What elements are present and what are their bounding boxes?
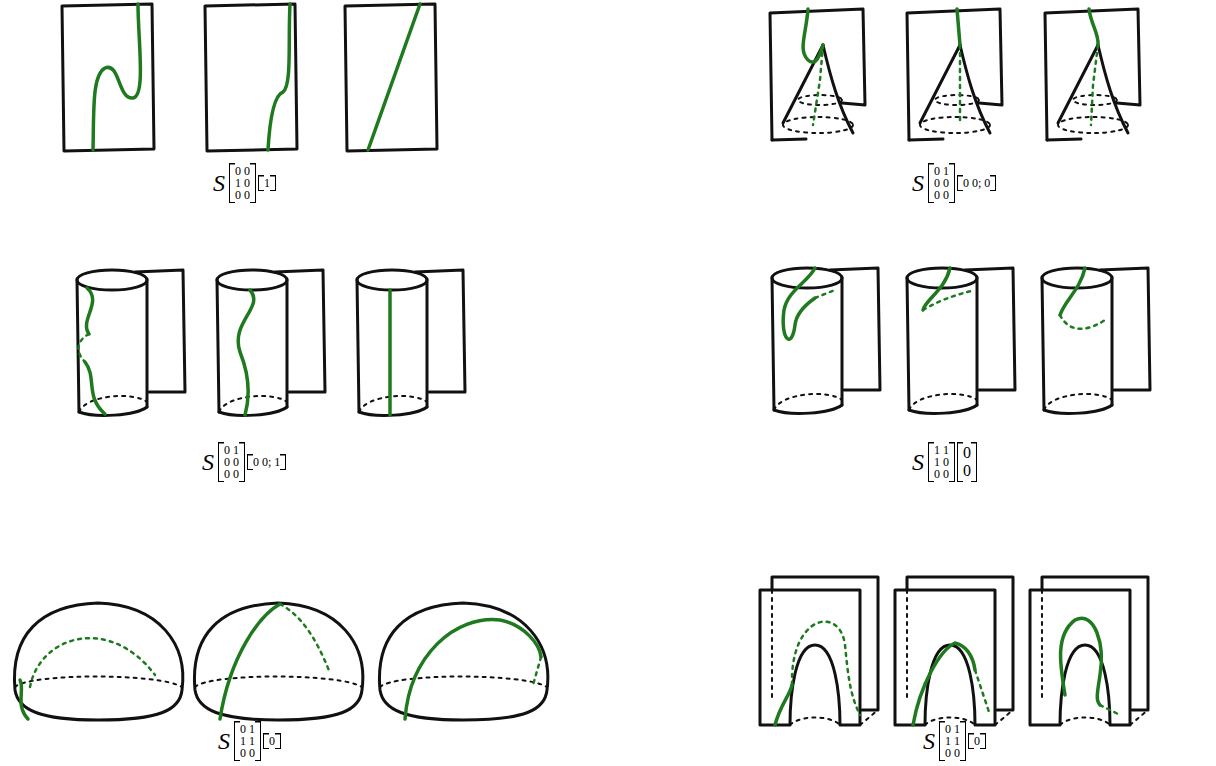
matrix-bracket: 0 11 10 0 [939, 721, 966, 761]
matrix-row: 0 0 [945, 747, 960, 759]
space-symbol: S [912, 170, 924, 197]
matrix-row: 0 1 [945, 723, 960, 735]
vector-bracket: 00 [957, 442, 977, 482]
vector-bracket: 0 [263, 733, 281, 749]
matrix-row: 1 1 [934, 444, 949, 456]
vector-entry: 0 [963, 444, 971, 462]
vector-bracket: 0 0; 1 [247, 454, 286, 470]
matrix-row: 0 0 [934, 189, 949, 201]
matrix-bracket: 0 10 00 0 [218, 442, 245, 482]
matrix-row: 0 0 [224, 456, 239, 468]
vector-bracket: 1 [258, 175, 276, 191]
space-symbol: S [218, 728, 230, 755]
space-symbol: S [202, 449, 214, 476]
caption: S0 10 00 00 0; 1 [202, 442, 287, 482]
space-symbol: S [923, 728, 935, 755]
vector-entry: 0 [963, 462, 971, 480]
matrix-row: 0 0 [934, 177, 949, 189]
matrix-row: 0 0 [235, 189, 250, 201]
vector-entry: 0 0; 0 [963, 177, 990, 189]
vector-entry: 0 [974, 735, 980, 747]
caption: S0 10 00 00 0; 0 [912, 163, 997, 203]
matrix-row: 0 0 [235, 165, 250, 177]
matrix-row: 0 0 [934, 468, 949, 480]
matrix-row: 0 0 [240, 747, 255, 759]
matrix-bracket: 1 11 00 0 [928, 442, 955, 482]
matrix-row: 0 1 [240, 723, 255, 735]
vector-bracket: 0 0; 0 [957, 175, 996, 191]
matrix-row: 1 0 [235, 177, 250, 189]
matrix-bracket: 0 01 00 0 [229, 163, 256, 203]
matrix-bracket: 0 11 10 0 [234, 721, 261, 761]
matrix-row: 0 1 [934, 165, 949, 177]
caption: S0 11 10 00 [923, 721, 987, 761]
caption: S0 01 00 01 [213, 163, 277, 203]
matrix-row: 1 1 [945, 735, 960, 747]
space-symbol: S [213, 170, 225, 197]
vector-bracket: 0 [968, 733, 986, 749]
vector-entry: 1 [264, 177, 270, 189]
space-symbol: S [912, 449, 924, 476]
vector-entry: 0 [269, 735, 275, 747]
matrix-row: 1 1 [240, 735, 255, 747]
matrix-row: 0 0 [224, 468, 239, 480]
vector-entry: 0 0; 1 [253, 456, 280, 468]
matrix-row: 0 1 [224, 444, 239, 456]
caption: S0 11 10 00 [218, 721, 282, 761]
caption: S1 11 00 000 [912, 442, 978, 482]
matrix-row: 1 0 [934, 456, 949, 468]
matrix-bracket: 0 10 00 0 [928, 163, 955, 203]
